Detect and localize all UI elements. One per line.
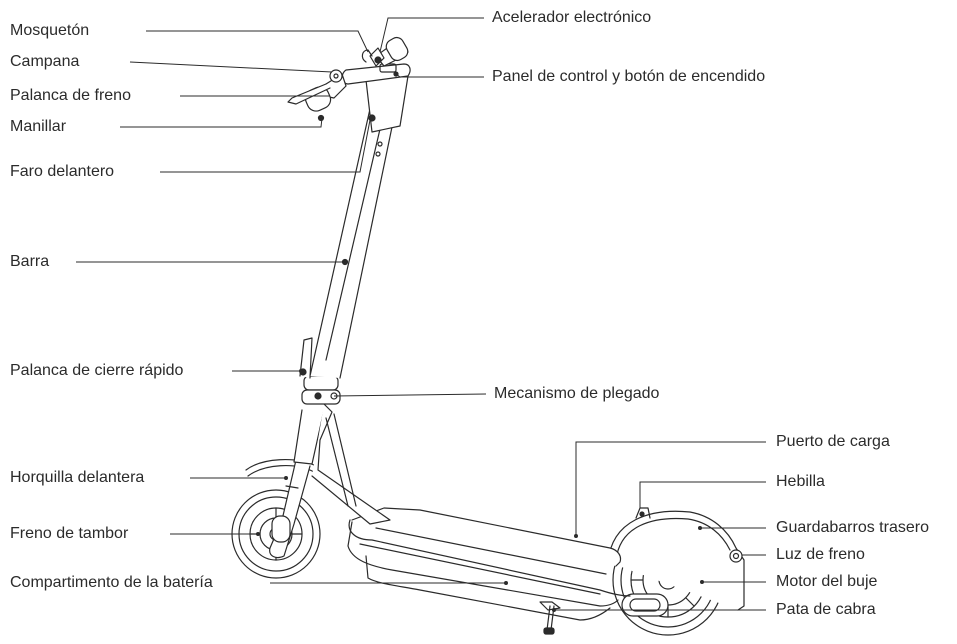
leader-puerto [575, 441, 766, 536]
leader-manillar [120, 117, 323, 128]
quick-release-lever [299, 337, 313, 379]
carabiner [361, 49, 373, 63]
leader-plegado [333, 393, 487, 397]
label-horquilla: Horquilla delantera [10, 469, 145, 486]
leader-panel [395, 73, 484, 78]
label-palanca-cierre: Palanca de cierre rápido [10, 362, 184, 379]
label-luz-freno: Luz de freno [776, 546, 865, 563]
leader-faro [160, 119, 371, 173]
folding-mechanism [301, 375, 341, 405]
label-campana: Campana [10, 53, 80, 70]
label-freno-tambor: Freno de tambor [10, 525, 129, 542]
label-hebilla: Hebilla [776, 473, 825, 490]
deck-top [351, 507, 622, 567]
swing-arm [621, 593, 669, 617]
brake-lever [287, 83, 331, 105]
leader-hebilla [639, 481, 766, 508]
label-mecanismo: Mecanismo de plegado [494, 385, 660, 402]
leader-acelerador [379, 17, 484, 53]
label-barra: Barra [10, 253, 50, 270]
label-acelerador: Acelerador electrónico [492, 9, 652, 26]
folding-brace [311, 403, 391, 525]
label-motor-buje: Motor del buje [776, 573, 878, 590]
label-compartimento: Compartimento de la batería [10, 574, 213, 591]
label-panel-control: Panel de control y botón de encendido [492, 68, 766, 85]
label-palanca-freno: Palanca de freno [10, 87, 131, 104]
bell [329, 69, 343, 83]
brake-light [729, 549, 743, 563]
label-faro-delantero: Faro delantero [10, 163, 115, 180]
leader-campana [129, 61, 333, 73]
rear-fender [607, 510, 745, 611]
front-fork [269, 459, 311, 559]
label-pata-cabra: Pata de cabra [776, 601, 876, 618]
label-guardabarros: Guardabarros trasero [776, 519, 929, 536]
label-mosqueton: Mosquetón [10, 22, 90, 39]
leader-mosqueton [146, 30, 369, 53]
label-manillar: Manillar [10, 118, 67, 135]
label-puerto-carga: Puerto de carga [776, 433, 890, 450]
head-tube [365, 75, 409, 133]
kickstand [539, 601, 561, 635]
